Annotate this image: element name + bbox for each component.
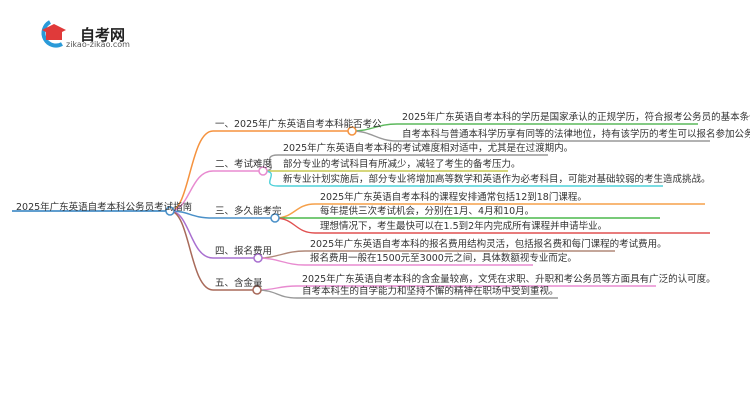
branch-topic[interactable]: 一、2025年广东英语自考本科能否考公: [215, 119, 382, 130]
child-line: [257, 257, 533, 266]
child-topic[interactable]: 2025年广东英语自考本科的含金量较高，文凭在求职、升职和考公务员等方面具有广泛…: [302, 274, 716, 285]
root-topic[interactable]: 2025年广东英语自考本科公务员考试指南: [16, 202, 193, 213]
branch-line: [169, 210, 257, 291]
collapse-toggle[interactable]: [347, 126, 357, 136]
branch-line: [169, 210, 258, 259]
child-topic[interactable]: 报名费用一般在1500元至3000元之间，具体数额视专业而定。: [310, 253, 577, 264]
child-line: [256, 289, 558, 299]
child-topic[interactable]: 2025年广东英语自考本科的报名费用结构灵活，包括报名费和每门课程的考试费用。: [310, 239, 667, 250]
child-topic[interactable]: 2025年广东英语自考本科的课程安排通常包括12到18门课程。: [320, 192, 587, 203]
collapse-toggle[interactable]: [258, 166, 268, 176]
branch-line: [169, 130, 352, 212]
child-line: [274, 217, 710, 234]
child-line: [351, 130, 710, 142]
branch-topic[interactable]: 四、报名费用: [215, 246, 273, 257]
child-topic[interactable]: 自考本科与普通本科学历享有同等的法律地位，持有该学历的考生可以报名参加公务员考试…: [402, 129, 750, 140]
child-topic[interactable]: 新专业计划实施后，部分专业将增加高等数学和英语作为必考科目，可能对基础较弱的考生…: [283, 174, 711, 185]
collapse-toggle[interactable]: [253, 253, 263, 263]
branch-topic[interactable]: 五、含金量: [215, 278, 263, 289]
logo-title: 自考网: [80, 26, 126, 44]
branch-line: [169, 170, 263, 212]
child-line: [262, 170, 663, 187]
child-topic[interactable]: 每年提供三次考试机会，分别在1月、4月和10月。: [320, 206, 535, 217]
collapse-toggle[interactable]: [270, 213, 280, 223]
child-topic[interactable]: 理想情况下，考生最快可以在1.5到2年内完成所有课程并申请毕业。: [320, 221, 608, 232]
branch-topic[interactable]: 三、多久能考完: [215, 206, 282, 217]
root-collapse-toggle[interactable]: [165, 206, 175, 216]
child-topic[interactable]: 2025年广东英语自考本科的考试难度相对适中，尤其是在过渡期内。: [283, 143, 574, 154]
logo-subtitle: zikao-zikao.com: [66, 40, 130, 49]
branch-topic[interactable]: 二、考试难度: [215, 159, 273, 170]
branch-line: [169, 210, 275, 219]
child-topic[interactable]: 部分专业的考试科目有所减少，减轻了考生的备考压力。: [283, 159, 521, 170]
child-topic[interactable]: 2025年广东英语自考本科的学历是国家承认的正规学历，符合报考公务员的基本条件。: [402, 112, 750, 123]
child-topic[interactable]: 自考本科生的自学能力和坚持不懈的精神在职场中受到重视。: [302, 286, 559, 297]
collapse-toggle[interactable]: [252, 285, 262, 295]
